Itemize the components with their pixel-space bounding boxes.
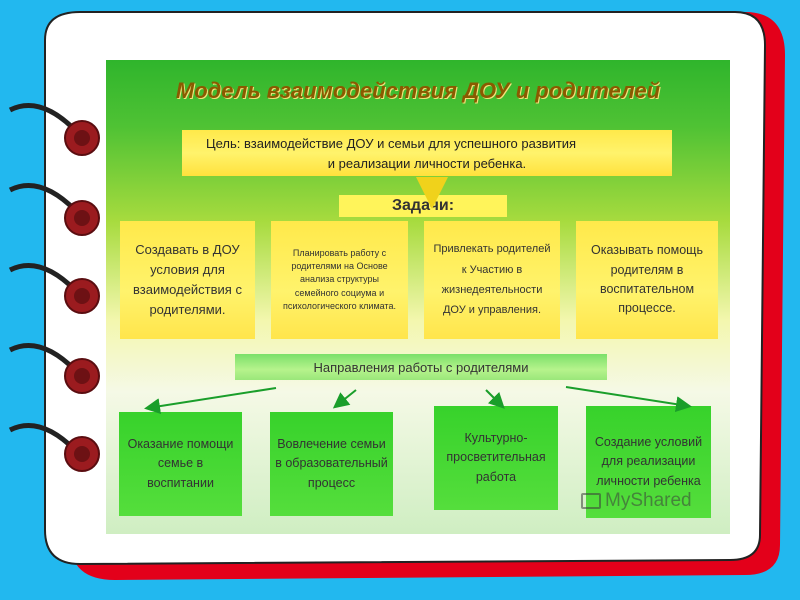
goal-box: Цель: взаимодействие ДОУ и семьи для усп… <box>182 130 672 176</box>
ring-icon <box>8 263 100 314</box>
task-box: Оказывать помощь родителям в воспитатель… <box>576 221 718 339</box>
diagram-title: Модель взаимодействия ДОУ и родителей <box>175 78 661 103</box>
ring-icon <box>8 103 100 156</box>
diagram-slide: Модель взаимодействия ДОУ и родителей Це… <box>106 60 730 534</box>
task-box: Создавать в ДОУ условия для взаимодейств… <box>120 221 255 339</box>
watermark: MyShared <box>581 490 692 512</box>
direction-arrow <box>144 387 277 415</box>
goal-line-2: и реализации личности ребенка. <box>327 156 527 172</box>
watermark-text: MyShared <box>605 490 692 511</box>
direction-arrow <box>332 389 357 409</box>
ring-binding <box>8 103 100 472</box>
ring-icon <box>8 423 100 472</box>
direction-arrow <box>565 386 692 413</box>
ring-icon <box>8 343 100 394</box>
directions-label: Направления работы с родителями <box>235 354 607 380</box>
direction-box: Вовлечение семьи в образовательный проце… <box>270 412 393 516</box>
connector-arrows <box>144 177 692 415</box>
task-box: Привлекать родителей к Участию в жизнеде… <box>424 221 560 339</box>
direction-box: Культурно-просветительная работа <box>434 406 558 510</box>
direction-arrow <box>485 389 505 409</box>
task-box: Планировать работу с родителями на Основ… <box>271 221 408 339</box>
ring-icon <box>8 183 100 236</box>
projector-icon <box>581 493 601 509</box>
goal-line-1: Цель: взаимодействие ДОУ и семьи для усп… <box>206 136 577 151</box>
direction-box: Создание условий для реализации личности… <box>586 406 711 518</box>
direction-box: Оказание помощи семье в воспитании <box>119 412 242 516</box>
